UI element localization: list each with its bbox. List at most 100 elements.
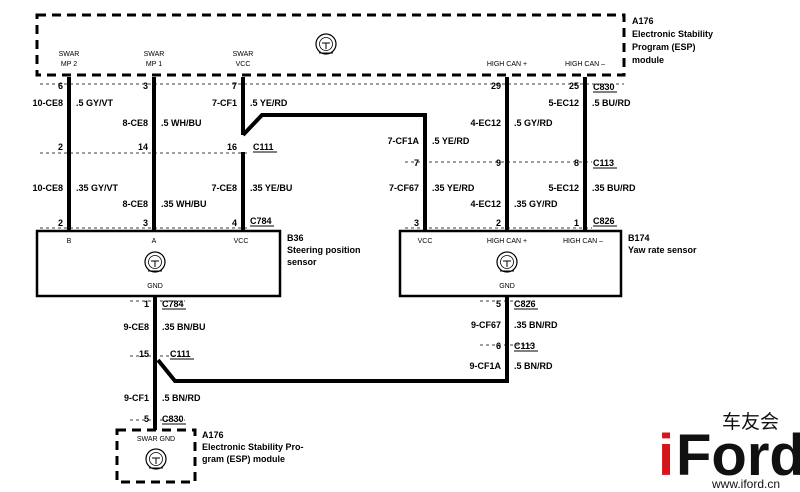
wire-w10-circuit: 7-CF67 — [389, 183, 419, 193]
wire-w11-color: .35 GY/RD — [514, 199, 558, 209]
wire-w15-color: .5 BN/RD — [514, 361, 553, 371]
wire-w15-circuit: 9-CF1A — [469, 361, 501, 371]
module-symbol-icon — [496, 251, 518, 273]
b36-name-line1: Steering position — [287, 245, 361, 255]
wire-w8-circuit: 8-CE8 — [122, 199, 148, 209]
b174-id: B174 — [628, 233, 650, 243]
watermark-url: www.iford.cn — [711, 477, 780, 491]
module-symbol-icon — [315, 33, 337, 55]
pin-5-c830-bottom: 5 — [144, 414, 149, 424]
wire-w12-color: .35 BU/RD — [592, 183, 636, 193]
connector-c826-top: C826 — [593, 216, 615, 226]
b174-pin-high-can-plus: HIGH CAN + — [487, 238, 527, 245]
wire-w2-color: .5 WH/BU — [161, 118, 202, 128]
wire-w1-circuit: 10-CE8 — [32, 98, 63, 108]
watermark-chinese-text: 车友会 — [722, 411, 779, 433]
wire-w12-circuit: 5-EC12 — [548, 183, 579, 193]
connector-c826-bottom: C826 — [514, 299, 536, 309]
a176-pin-high-can-plus: HIGH CAN + — [487, 61, 527, 68]
b174-pin-vcc: VCC — [418, 238, 433, 245]
b36-id: B36 — [287, 233, 304, 243]
iford-watermark-logo: 车友会 i Ford www.iford.cn — [658, 411, 800, 491]
wire-w3-color: .5 YE/RD — [250, 98, 288, 108]
a176-bottom-id: A176 — [202, 430, 224, 440]
wire-w2-circuit: 8-CE8 — [122, 118, 148, 128]
wire-cf1-crossover — [241, 113, 427, 230]
wire-w16-circuit: 9-CF1 — [124, 393, 149, 403]
b36-name-line2: sensor — [287, 257, 317, 267]
a176-pin-swar-mp1-top: SWAR — [144, 51, 165, 58]
wire-w1-color: .5 GY/VT — [76, 98, 114, 108]
wire-w14-circuit: 9-CF67 — [471, 320, 501, 330]
pin-25: 25 — [569, 81, 579, 91]
b174-sensor-box — [398, 229, 623, 298]
wire-b174-ground — [156, 297, 509, 383]
wire-w6-color: .5 YE/RD — [432, 136, 470, 146]
pin-1-c784-bottom: 1 — [144, 299, 149, 309]
b174-pin-high-can-minus: HIGH CAN – — [563, 238, 603, 245]
a176-bottom-name-line1: Electronic Stability Pro- — [202, 442, 304, 452]
pin-1-c826: 1 — [574, 218, 579, 228]
module-symbol-icon — [144, 251, 166, 273]
module-symbol-icon — [145, 448, 167, 470]
pin-2-c111: 2 — [58, 142, 63, 152]
pin-5-c826-bottom: 5 — [496, 299, 501, 309]
wire-w13-color: .35 BN/BU — [162, 322, 206, 332]
watermark-brand-ford: Ford — [676, 423, 800, 488]
b36-sensor-box — [35, 229, 282, 298]
wire-w4-circuit: 4-EC12 — [470, 118, 501, 128]
pin-4: 4 — [232, 218, 237, 228]
a176-bottom-name-line2: gram (ESP) module — [202, 454, 285, 464]
b36-pin-vcc: VCC — [234, 238, 249, 245]
wire-w5-circuit: 5-EC12 — [548, 98, 579, 108]
connector-c111-bottom: C111 — [170, 349, 191, 359]
pin-3-c784: 3 — [143, 218, 148, 228]
a176-pin-swar-mp2-top: SWAR — [59, 51, 80, 58]
connector-c830-top: C830 — [593, 82, 615, 92]
pin-16: 16 — [227, 142, 237, 152]
a176-pin-swar-vcc-top: SWAR — [233, 51, 254, 58]
a176-module-box — [35, 13, 626, 77]
b174-gnd: GND — [499, 283, 515, 290]
pin-14: 14 — [138, 142, 148, 152]
wire-w16-color: .5 BN/RD — [162, 393, 201, 403]
a176-name-line1: Electronic Stability — [632, 29, 713, 39]
pin-6: 6 — [58, 81, 63, 91]
pin-9: 9 — [496, 158, 501, 168]
b36-gnd: GND — [147, 283, 163, 290]
a176-name-line3: module — [632, 55, 664, 65]
wire-w6-circuit: 7-CF1A — [387, 136, 419, 146]
watermark-brand-i: i — [658, 423, 674, 488]
wire-w9-color: .35 YE/BU — [250, 183, 292, 193]
a176-pin-swar-mp1-bottom: MP 1 — [146, 61, 162, 68]
b36-pin-b: B — [67, 238, 72, 245]
pin-2-c784: 2 — [58, 218, 63, 228]
connector-c784-bottom: C784 — [162, 299, 184, 309]
pin-7-c113: 7 — [414, 158, 419, 168]
wire-w8-color: .35 WH/BU — [161, 199, 207, 209]
a176-name-line2: Program (ESP) — [632, 42, 696, 52]
wire-w13-circuit: 9-CE8 — [123, 322, 149, 332]
a176-bottom-pin-swar-gnd: SWAR GND — [137, 436, 175, 443]
connector-c830-bottom: C830 — [162, 414, 184, 424]
wire-w7-circuit: 10-CE8 — [32, 183, 63, 193]
wire-w14-color: .35 BN/RD — [514, 320, 558, 330]
pin-7: 7 — [232, 81, 237, 91]
a176-id: A176 — [632, 16, 654, 26]
b174-name-line1: Yaw rate sensor — [628, 245, 697, 255]
pin-29: 29 — [491, 81, 501, 91]
pin-15: 15 — [139, 349, 149, 359]
a176-bottom-module-box — [115, 428, 197, 484]
pin-8: 8 — [574, 158, 579, 168]
pin-3: 3 — [143, 81, 148, 91]
wire-w10-color: .35 YE/RD — [432, 183, 475, 193]
connector-c113-bottom: C113 — [514, 341, 535, 351]
pin-3-c826: 3 — [414, 218, 419, 228]
a176-pin-swar-mp2-bottom: MP 2 — [61, 61, 77, 68]
wire-w5-color: .5 BU/RD — [592, 98, 631, 108]
connector-c113-top: C113 — [593, 158, 614, 168]
a176-pin-high-can-minus: HIGH CAN – — [565, 61, 605, 68]
b36-pin-a: A — [152, 238, 157, 245]
wire-w9-circuit: 7-CE8 — [211, 183, 237, 193]
